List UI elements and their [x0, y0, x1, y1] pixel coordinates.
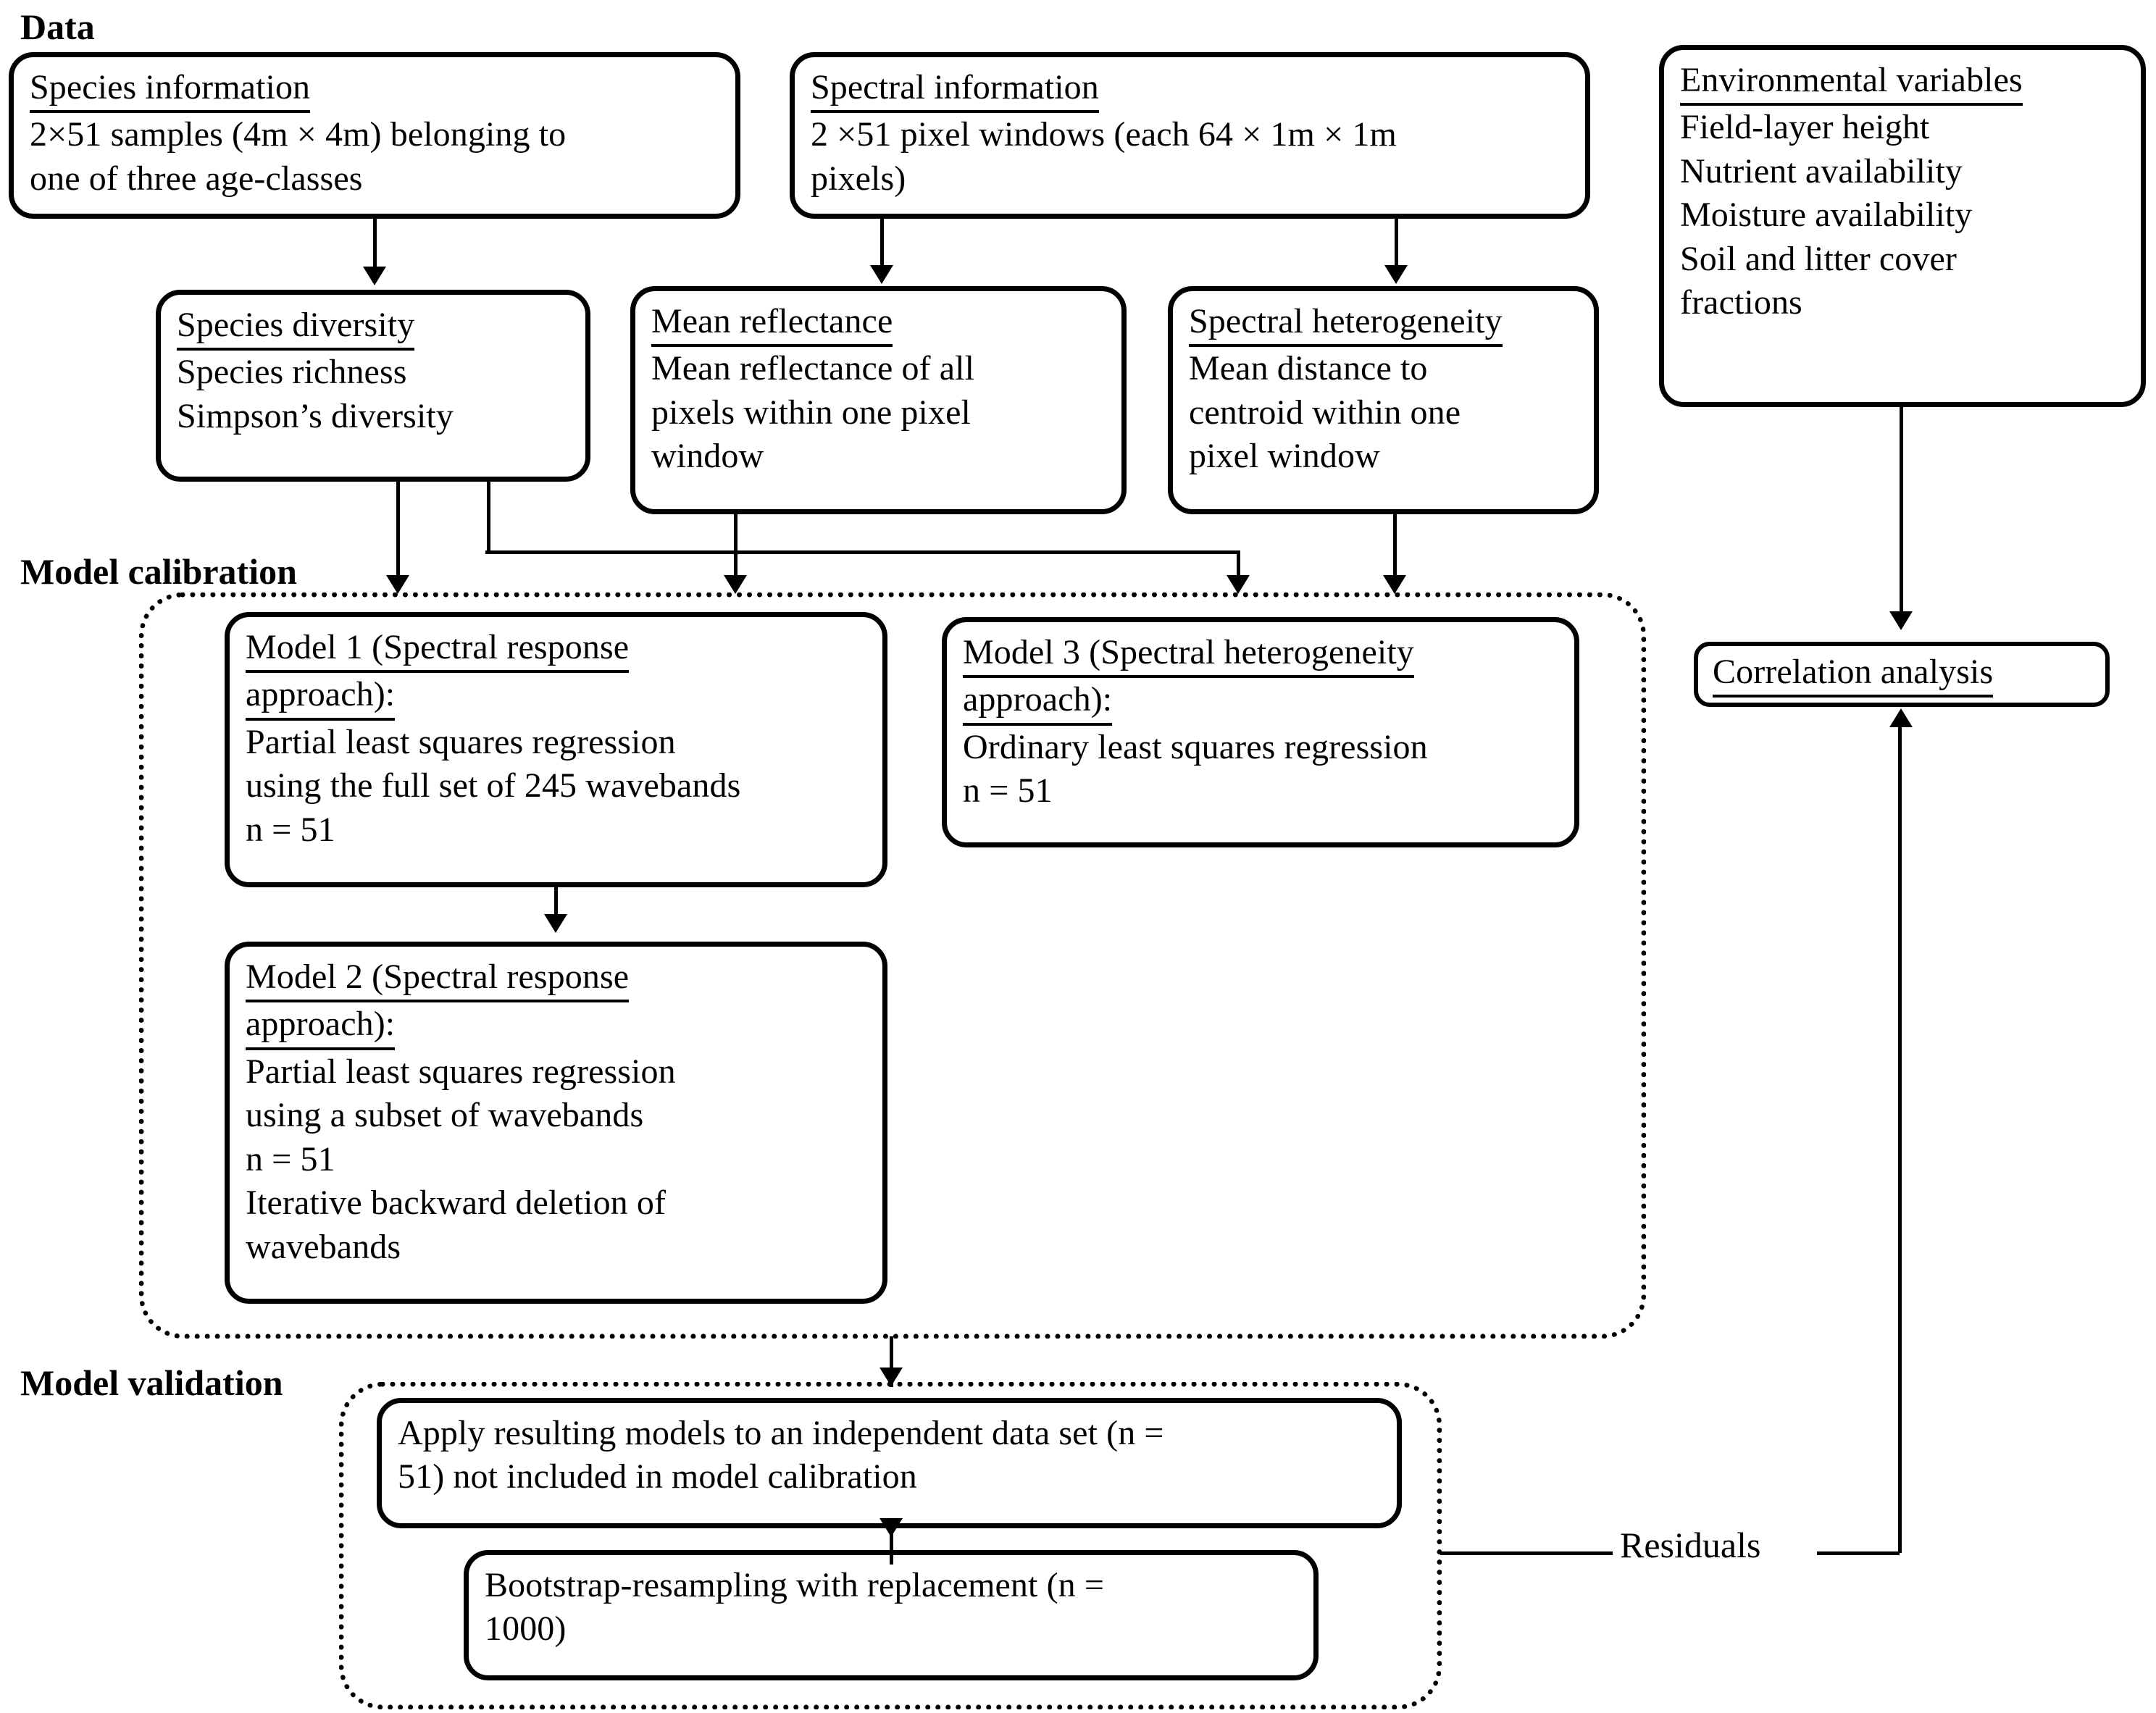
arrowhead-icon [870, 265, 893, 284]
node-model-3: Model 3 (Spectral heterogeneity approach… [942, 617, 1579, 847]
node-spectral-information: Spectral information 2 ×51 pixel windows… [790, 52, 1590, 219]
node-line: one of three age-classes [30, 159, 363, 198]
node-heading: Mean reflectance [651, 300, 893, 348]
node-environmental-variables: Environmental variables Field-layer heig… [1659, 45, 2146, 407]
node-line: pixels) [811, 159, 906, 198]
section-label-model-calibration: Model calibration [20, 551, 297, 592]
node-species-information: Species information 2×51 samples (4m × 4… [9, 52, 740, 219]
node-heading: Species information [30, 66, 311, 114]
node-heading: Spectral heterogeneity [1189, 300, 1503, 348]
arrowhead-icon [724, 575, 747, 594]
node-line: Soil and litter cover [1680, 239, 1957, 278]
node-heading-line-2: approach): [963, 678, 1113, 726]
node-line: Nutrient availability [1680, 151, 1963, 190]
node-model-2: Model 2 (Spectral response approach): Pa… [225, 942, 887, 1304]
arrowhead-icon [544, 914, 567, 933]
node-heading: Correlation analysis [1713, 650, 1994, 698]
node-bootstrap-resampling: Bootstrap-resampling with replacement (n… [464, 1550, 1319, 1680]
node-species-diversity: Species diversity Species richness Simps… [156, 290, 590, 482]
node-line: using a subset of wavebands [246, 1096, 644, 1135]
node-heading-line-2: approach): [246, 673, 396, 721]
node-apply-models: Apply resulting models to an independent… [377, 1398, 1402, 1528]
node-line: Mean distance to [1189, 349, 1428, 388]
node-line: centroid within one [1189, 393, 1461, 432]
node-heading: Spectral information [811, 66, 1099, 114]
node-spectral-heterogeneity: Spectral heterogeneity Mean distance to … [1168, 286, 1599, 514]
arrowhead-icon [1384, 265, 1408, 284]
edge-spectral-info-to-heterogeneity [1395, 219, 1398, 269]
node-line: Partial least squares regression [246, 722, 676, 761]
node-line: using the full set of 245 wavebands [246, 766, 741, 805]
arrowhead-icon [879, 1518, 903, 1537]
edge-heterogeneity-to-model-3 [1393, 513, 1397, 588]
node-line: 51) not included in model calibration [398, 1457, 917, 1496]
edge-mean-reflectance-to-model-1 [734, 513, 738, 588]
node-line: n = 51 [246, 810, 335, 849]
node-line: pixel window [1189, 437, 1380, 476]
node-line: Bootstrap-resampling with replacement (n… [485, 1566, 1105, 1604]
node-line: Partial least squares regression [246, 1052, 676, 1091]
edge-environmental-to-correlation [1900, 407, 1903, 617]
arrowhead-icon [363, 267, 386, 285]
node-heading: Species diversity [177, 303, 415, 351]
node-line: pixels within one pixel [651, 393, 971, 432]
edge-diversity-to-model-3-stub [487, 479, 490, 552]
edge-species-info-to-diversity [373, 219, 377, 271]
edge-diversity-to-model-3-drop [1237, 550, 1240, 588]
node-line: 2 ×51 pixel windows (each 64 × 1m × 1m [811, 115, 1397, 154]
node-line: Iterative backward deletion of [246, 1184, 667, 1223]
arrowhead-icon [1889, 708, 1913, 727]
edge-residuals-left-run [1440, 1551, 1614, 1555]
node-line: 2×51 samples (4m × 4m) belonging to [30, 115, 567, 154]
arrowhead-icon [1383, 575, 1406, 594]
node-line: window [651, 437, 764, 476]
edge-model-1-to-model-2 [554, 887, 558, 923]
edge-label-residuals: Residuals [1613, 1524, 1768, 1566]
node-line: Apply resulting models to an independent… [398, 1414, 1164, 1452]
node-line: Ordinary least squares regression [963, 727, 1428, 766]
section-label-model-validation: Model validation [20, 1362, 283, 1403]
node-line: Simpson’s diversity [177, 396, 454, 435]
node-model-1: Model 1 (Spectral response approach): Pa… [225, 612, 887, 887]
arrowhead-icon [386, 575, 409, 594]
node-line: wavebands [246, 1227, 401, 1266]
edge-spectral-info-to-mean-reflectance [880, 219, 884, 269]
edge-apply-to-bootstrap [890, 1528, 893, 1565]
arrowhead-icon [1889, 611, 1913, 630]
edge-residuals-rise [1898, 717, 1902, 1553]
node-line: 1000) [485, 1609, 567, 1649]
node-line: fractions [1680, 283, 1802, 322]
node-line: Moisture availability [1680, 196, 1973, 235]
node-mean-reflectance: Mean reflectance Mean reflectance of all… [630, 286, 1127, 514]
node-heading-line-1: Model 3 (Spectral heterogeneity [963, 631, 1414, 679]
node-heading: Environmental variables [1680, 59, 2023, 106]
node-heading-line-1: Model 1 (Spectral response [246, 626, 630, 674]
edge-calibration-to-validation [890, 1336, 893, 1387]
node-heading-line-2: approach): [246, 1002, 396, 1050]
arrowhead-icon [879, 1368, 903, 1386]
node-correlation-analysis: Correlation analysis [1694, 642, 2110, 707]
node-line: n = 51 [246, 1139, 335, 1178]
group-model-calibration [139, 592, 1646, 1339]
node-line: Mean reflectance of all [651, 349, 975, 388]
arrowhead-icon [1227, 575, 1250, 594]
edge-diversity-to-model-3-run [485, 550, 1239, 554]
edge-residuals-right-run [1817, 1551, 1900, 1555]
edge-diversity-to-model-1 [396, 479, 400, 588]
node-heading-line-1: Model 2 (Spectral response [246, 955, 630, 1003]
node-line: n = 51 [963, 771, 1053, 811]
node-line: Species richness [177, 353, 407, 392]
node-line: Field-layer height [1680, 108, 1930, 147]
section-label-data: Data [20, 7, 95, 47]
